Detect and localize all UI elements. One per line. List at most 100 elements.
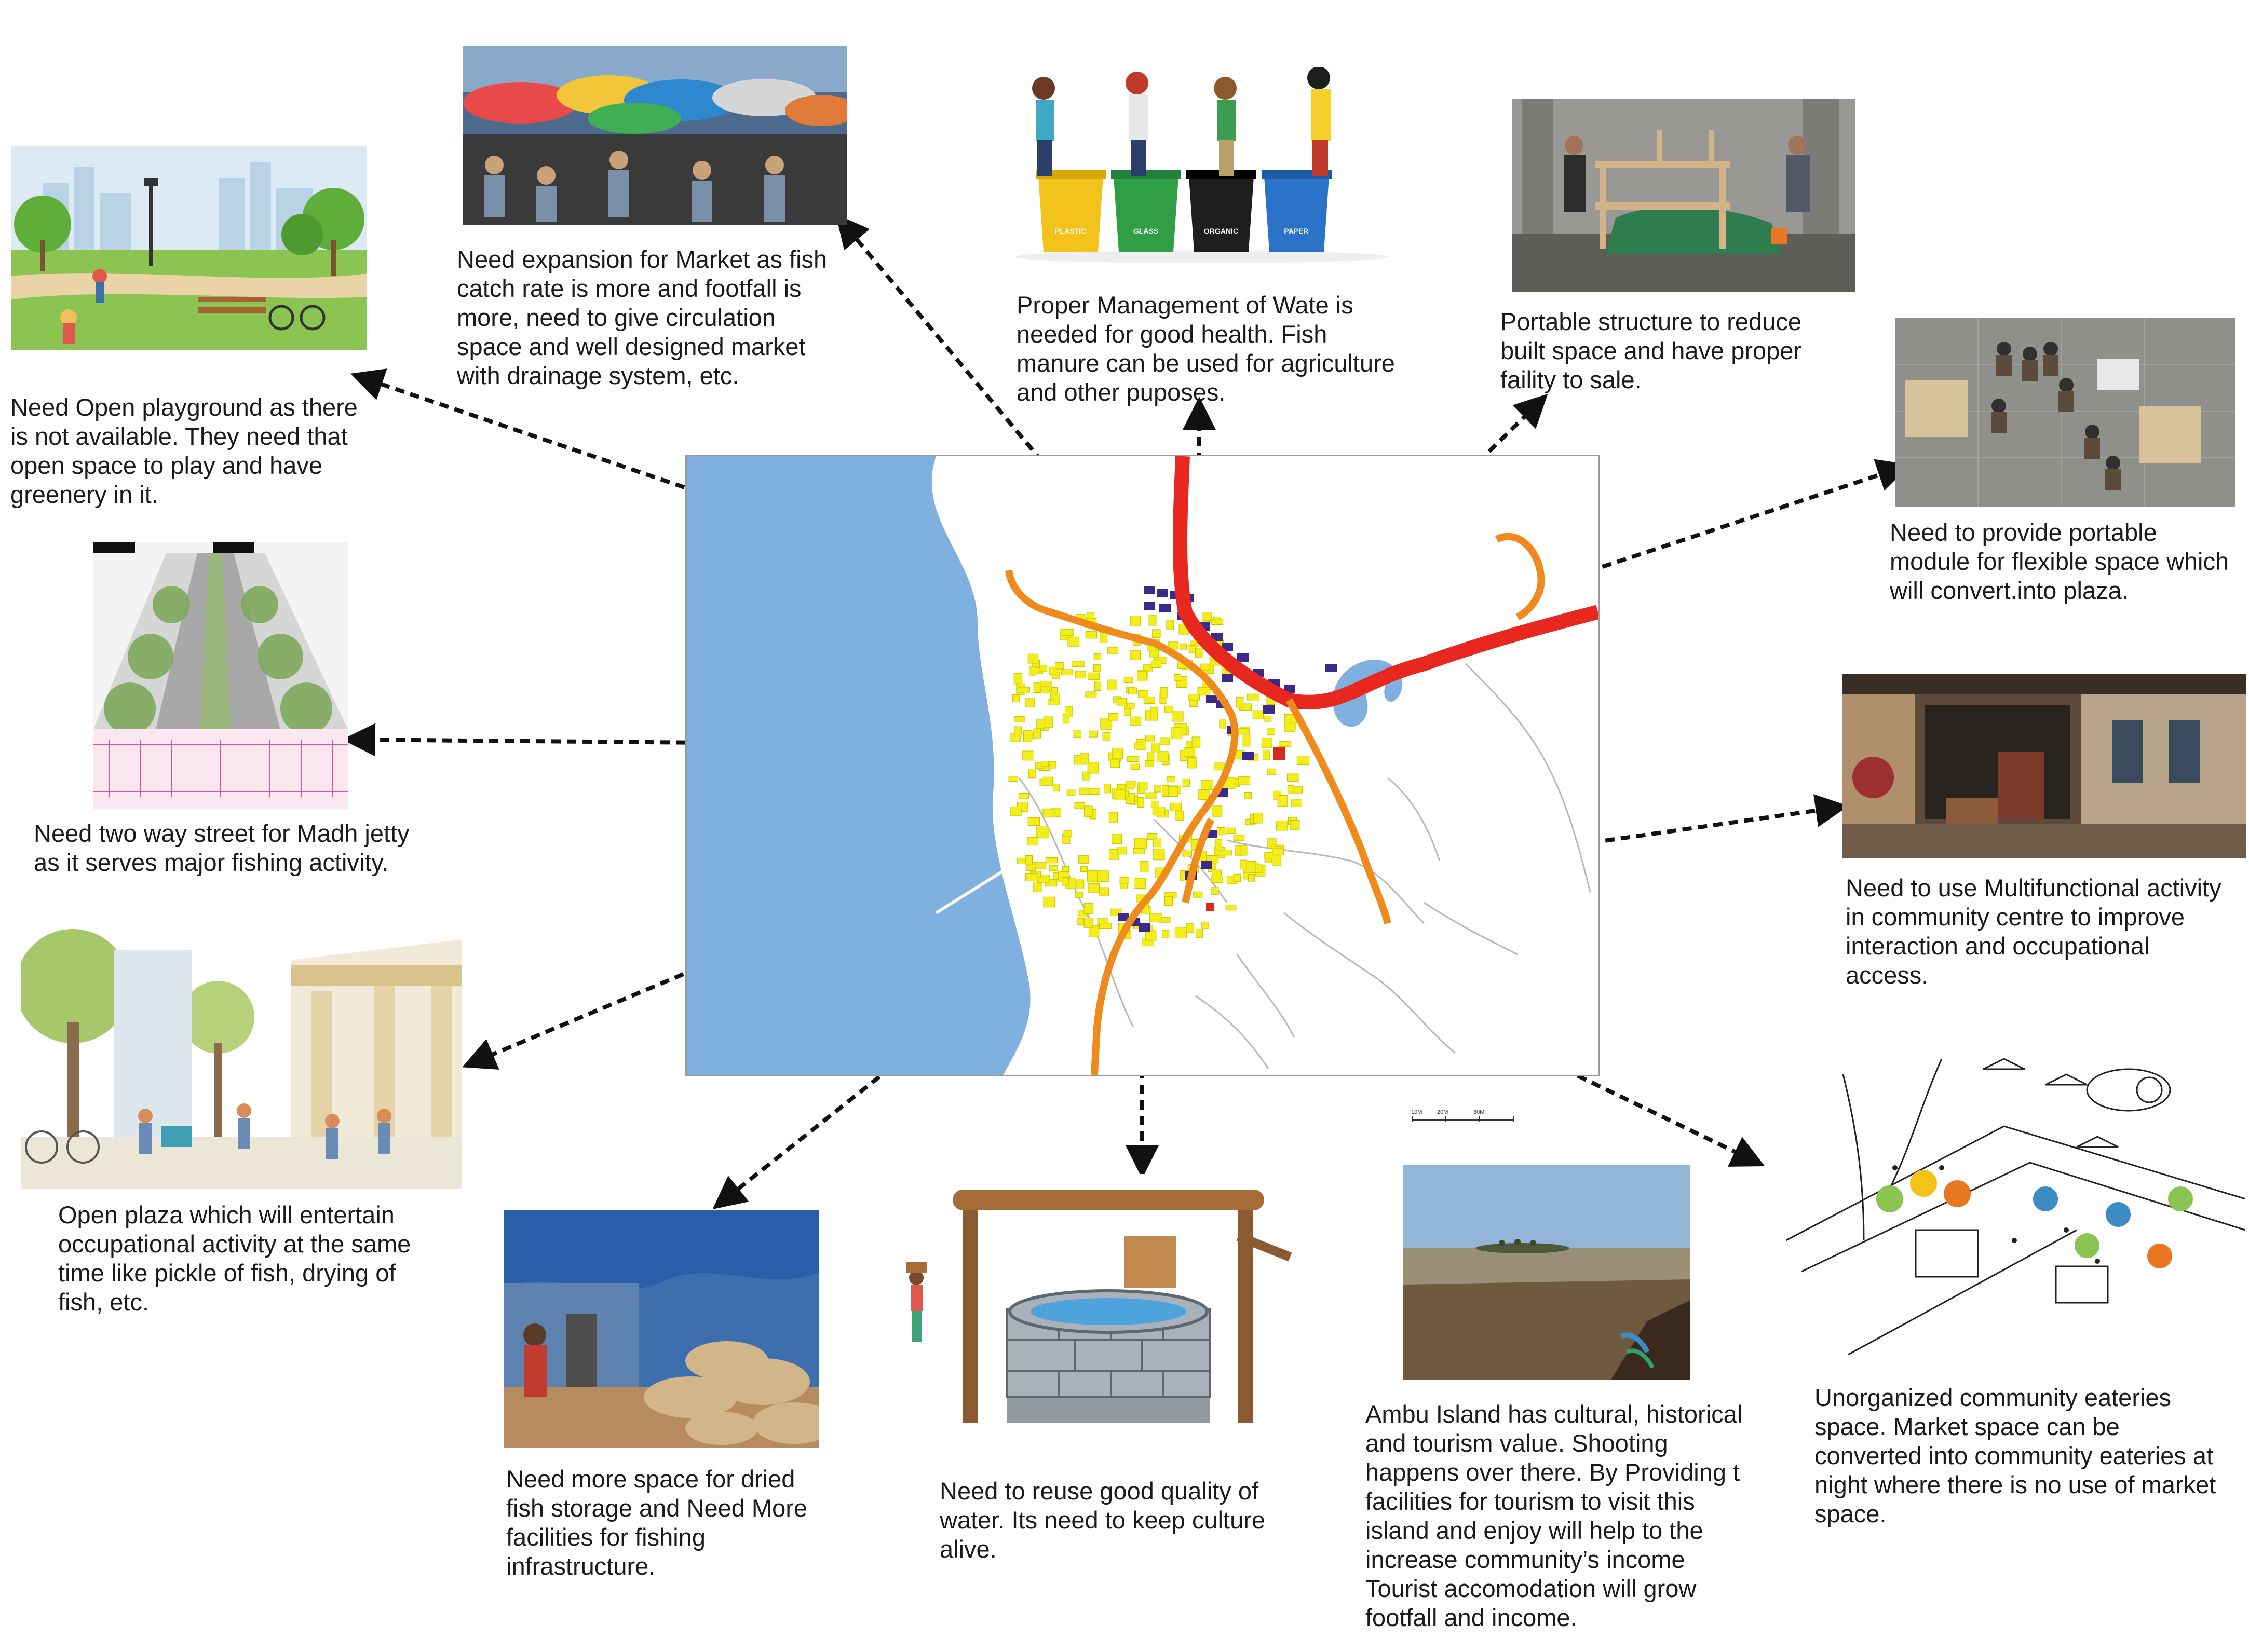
settlement-block: [1219, 719, 1226, 729]
settlement-block: [1124, 707, 1131, 716]
settlement-block: [1062, 877, 1069, 886]
open-plaza-illustration: [21, 919, 462, 1189]
settlement-block: [1089, 788, 1100, 795]
settlement-block: [1118, 698, 1127, 706]
settlement-block: [1202, 612, 1212, 621]
settlement-block: [1211, 875, 1223, 883]
community-eateries-sketch: [1786, 1043, 2245, 1357]
settlement-block: [1067, 637, 1080, 647]
waste-bins-illustration: PLASTIC GLASS ORGANIC PAPER: [1007, 67, 1397, 265]
settlement-block: [1287, 773, 1299, 782]
settlement-block: [1022, 750, 1034, 761]
settlement-block: [1128, 687, 1137, 695]
settlement-block: [1198, 789, 1210, 800]
settlement-block: [1082, 771, 1090, 781]
settlement-block: [1152, 629, 1161, 638]
market-stall: [1144, 602, 1155, 610]
settlement-block: [1088, 672, 1100, 680]
settlement-block: [1186, 923, 1194, 933]
settlement-block: [1089, 730, 1098, 738]
settlement-block: [1151, 742, 1160, 753]
settlement-block: [1272, 848, 1284, 855]
settlement-block: [1077, 918, 1085, 925]
settlement-block: [1097, 870, 1109, 882]
settlement-block: [1014, 726, 1022, 735]
scale-bar: 10M 20M 30M: [1411, 1109, 1514, 1122]
settlement-block: [1063, 830, 1072, 837]
settlement-block: [1085, 631, 1098, 639]
settlement-block: [1171, 711, 1184, 722]
settlement-block: [1147, 752, 1155, 762]
settlement-block: [1213, 762, 1225, 771]
settlement-block: [1049, 666, 1056, 675]
settlement-block: [1028, 769, 1036, 779]
market-stall: [1237, 653, 1249, 662]
settlement-block: [1083, 903, 1094, 914]
settlement-block: [1153, 849, 1165, 861]
settlement-block: [1117, 847, 1127, 855]
settlement-block: [1200, 663, 1211, 671]
market-stall: [1159, 604, 1171, 612]
settlement-block: [1088, 925, 1100, 937]
scale-tick-3: 30M: [1473, 1109, 1484, 1115]
settlement-block: [1195, 928, 1203, 938]
settlement-block: [1130, 616, 1141, 626]
market-stall: [1157, 589, 1168, 597]
settlement-block: [1179, 643, 1187, 650]
settlement-block: [1025, 873, 1038, 881]
settlement-block: [1112, 834, 1122, 844]
settlement-block: [1182, 779, 1190, 787]
bin-paper-label: PAPER: [1284, 227, 1308, 235]
settlement-block: [1010, 806, 1022, 816]
settlement-block: [1053, 784, 1060, 792]
settlement-block: [1099, 887, 1109, 896]
settlement-block: [1168, 641, 1179, 650]
settlement-block: [1039, 665, 1048, 672]
settlement-block: [1174, 927, 1187, 938]
scale-tick-1: 10M: [1411, 1109, 1422, 1115]
market-stall: [1139, 923, 1150, 932]
settlement-block: [1267, 768, 1277, 775]
settlement-block: [1036, 826, 1049, 839]
settlement-block: [1041, 761, 1049, 767]
settlement-block: [1075, 892, 1083, 898]
settlement-block: [1049, 865, 1058, 871]
market-stall: [1222, 674, 1233, 682]
settlement-block: [1093, 664, 1101, 672]
settlement-block: [1050, 693, 1060, 701]
caption-playground: Need Open playground as there is not ava…: [10, 393, 358, 508]
settlement-block: [1147, 833, 1157, 840]
settlement-block: [1193, 891, 1203, 898]
settlement-block: [1102, 732, 1111, 741]
settlement-block: [1290, 820, 1300, 830]
settlement-block: [1061, 629, 1074, 636]
settlement-block: [1112, 747, 1123, 759]
settlement-block: [1184, 747, 1196, 757]
settlement-block: [1284, 722, 1295, 732]
settlement-block: [1127, 756, 1140, 762]
settlement-block: [1167, 776, 1175, 783]
settlement-block: [1108, 713, 1119, 721]
caption-module: Need to provide portable module for flex…: [1890, 518, 2229, 604]
settlement-block: [1171, 727, 1183, 740]
settlement-block: [1188, 645, 1196, 653]
settlement-block: [1244, 792, 1252, 799]
settlement-block: [1154, 785, 1162, 793]
settlement-block: [1296, 756, 1310, 766]
settlement-block: [1153, 838, 1162, 848]
settlement-block: [1139, 782, 1148, 790]
settlement-block: [1233, 835, 1245, 841]
settlement-block: [1107, 647, 1119, 654]
settlement-block: [1130, 716, 1142, 726]
settlement-block: [1036, 719, 1045, 729]
settlement-block: [1233, 873, 1241, 882]
settlement-block: [1238, 776, 1251, 785]
settlement-block: [1029, 666, 1037, 676]
settlement-block: [1054, 662, 1064, 670]
scale-tick-2: 20M: [1437, 1109, 1448, 1115]
settlement-block: [1027, 817, 1040, 826]
settlement-block: [1093, 653, 1101, 661]
settlement-block: [1083, 918, 1093, 928]
caption-island: Ambu Island has cultural, historical and…: [1365, 1400, 1743, 1631]
settlement-block: [1108, 849, 1119, 860]
